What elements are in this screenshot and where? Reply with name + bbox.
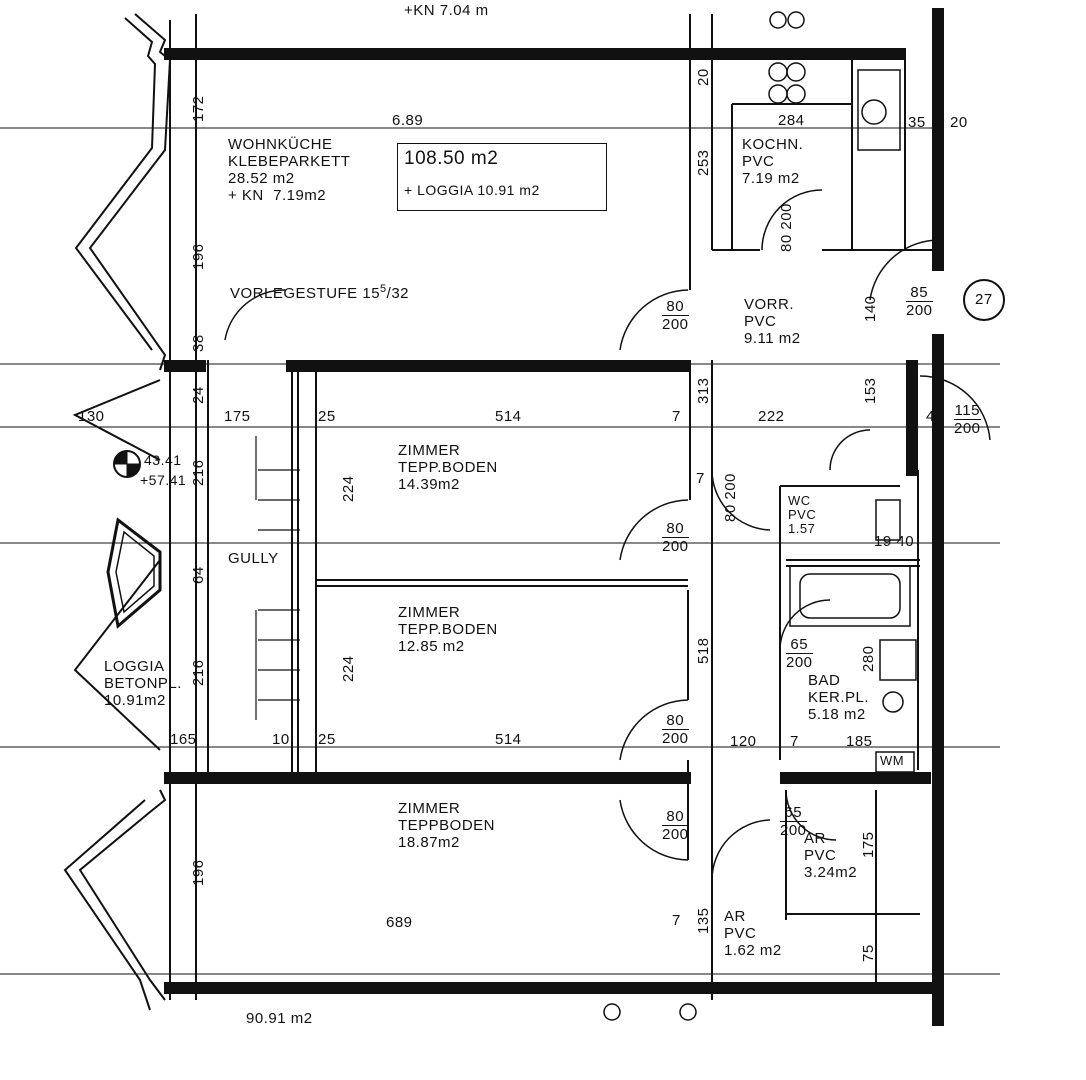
level-2: +57.41 [140, 472, 187, 488]
note-vorlegestufe: VORLEGESTUFE 155/32 [230, 283, 410, 302]
total-area: 108.50 m2 [404, 148, 499, 169]
dim-216-a: 216 [190, 459, 207, 486]
dim-518: 518 [695, 637, 712, 664]
unit-number-circle [963, 279, 1005, 321]
dim-20-b: 20 [695, 68, 712, 86]
dim-689-bottom: 689 [386, 914, 413, 931]
loggia-facade [63, 13, 172, 1011]
dim-185: 185 [846, 733, 873, 750]
dim-284: 284 [778, 112, 805, 129]
dim-1940: 19 40 [874, 533, 915, 550]
door-label-10: 80 200 [722, 473, 739, 522]
dim-7-c: 7 [672, 912, 681, 929]
dim-10: 10 [272, 731, 290, 748]
dim-7-a: 7 [672, 408, 681, 425]
dim-153: 153 [862, 377, 879, 404]
note-gully: GULLY [228, 550, 279, 567]
dim-172: 172 [190, 95, 207, 122]
dim-196-b: 196 [190, 859, 207, 886]
dim-7-b: 7 [790, 733, 799, 750]
bottom-cut-label: 90.91 m2 [246, 1010, 313, 1027]
exterior-walls [164, 8, 944, 1026]
dim-514-a: 514 [495, 408, 522, 425]
dim-313: 313 [695, 377, 712, 404]
dim-40: 40 [926, 408, 944, 425]
unit-number: 27 [975, 291, 993, 308]
dim-222: 222 [758, 408, 785, 425]
dim-514-b: 514 [495, 731, 522, 748]
dim-224-b: 224 [340, 655, 357, 682]
dim-25-b: 25 [318, 731, 336, 748]
dim-7-d: 7 [696, 470, 705, 487]
dim-175-v: 175 [860, 831, 877, 858]
dim-165: 165 [170, 731, 197, 748]
dim-175: 175 [224, 408, 251, 425]
dim-38: 38 [190, 334, 207, 352]
door-label-9: 80 200 [778, 203, 795, 252]
dim-224-a: 224 [340, 475, 357, 502]
total-area-box [397, 143, 607, 211]
dim-130: 130 [78, 408, 105, 425]
dim-253: 253 [695, 149, 712, 176]
level-marker [113, 450, 141, 478]
dim-24: 24 [190, 386, 207, 404]
dim-196-a: 196 [190, 243, 207, 270]
note-wm: WM [880, 753, 905, 768]
dim-135: 135 [695, 907, 712, 934]
loggia-area: + LOGGIA 10.91 m2 [404, 182, 540, 198]
interior-walls [0, 14, 1000, 1000]
dim-20-a: 20 [950, 114, 968, 131]
fixtures [603, 11, 917, 1021]
level-1: 43.41 [144, 452, 182, 468]
dim-75: 75 [860, 944, 877, 962]
top-cut-label: +KN 7.04 m [404, 2, 489, 19]
dim-25-a: 25 [318, 408, 336, 425]
door-swings [224, 189, 991, 881]
dim-689-top: 6.89 [392, 112, 424, 129]
dim-120: 120 [730, 733, 757, 750]
dim-280: 280 [860, 645, 877, 672]
dim-64: 64 [190, 566, 207, 584]
dim-216-b: 216 [190, 659, 207, 686]
dim-35: 35 [908, 114, 926, 131]
dim-140: 140 [862, 295, 879, 322]
railing-ticks [255, 436, 300, 720]
